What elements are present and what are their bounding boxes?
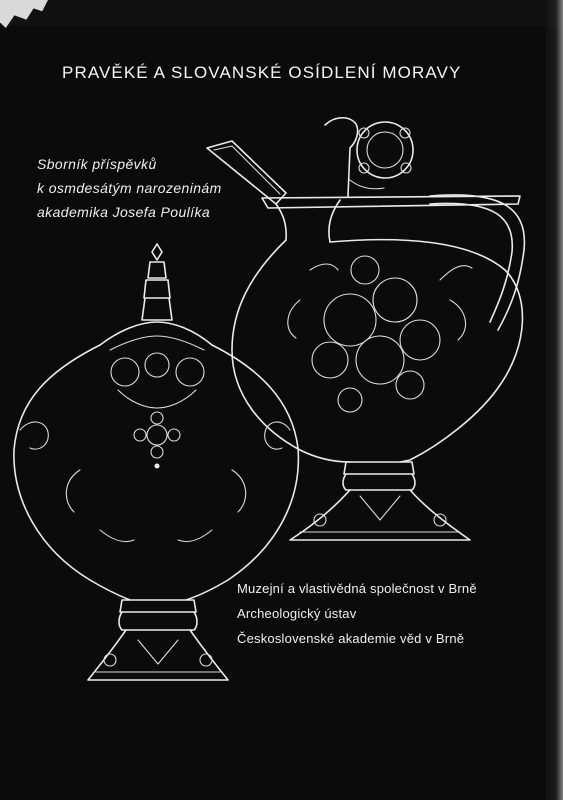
publisher-line-1: Muzejní a vlastivědná společnost v Brně (237, 581, 477, 596)
book-subtitle: Sborník příspěvků k osmdesátým narozenin… (37, 152, 222, 224)
book-title: PRAVĚKÉ A SLOVANSKÉ OSÍDLENÍ MORAVY (62, 63, 462, 82)
top-edge-strip (0, 0, 563, 26)
right-jug-drawing (206, 116, 526, 541)
publisher-line-2: Archeologický ústav (237, 606, 357, 621)
right-edge-wear (545, 0, 563, 800)
left-flask-drawing (13, 243, 300, 681)
publisher-line-3: Československé akademie věd v Brně (237, 631, 465, 646)
publishers-block: Muzejní a vlastivědná společnost v Brně … (237, 576, 477, 651)
subtitle-line-2: k osmdesátým narozeninám (37, 180, 222, 196)
subtitle-line-3: akademika Josefa Poulíka (37, 204, 211, 220)
subtitle-line-1: Sborník příspěvků (37, 156, 157, 172)
